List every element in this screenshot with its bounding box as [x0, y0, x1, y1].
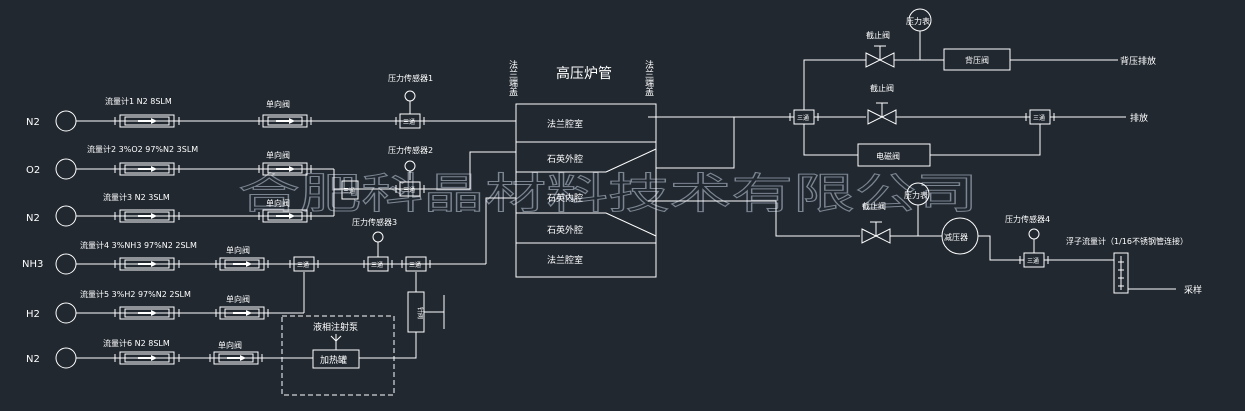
check-valve-label: 单向阀 [218, 340, 242, 350]
reducer-label: 减压器 [944, 232, 968, 242]
vent-label: 排放 [1130, 112, 1148, 124]
gas-inlet-circle [55, 347, 77, 369]
tee-fitting-merge: 三通 [341, 180, 359, 200]
pressure-reducer: 减压器 [941, 217, 979, 255]
flowmeter-icon [115, 163, 179, 175]
needle-valve-label: 针阀 [416, 307, 424, 319]
flowmeter-label: 流量计2 3%O2 97%N2 3SLM [87, 144, 198, 154]
gas-label: NH3 [22, 259, 43, 270]
stop-valve-icon [865, 45, 895, 68]
flowmeter-label: 流量计1 N2 8SLM [105, 96, 172, 106]
tee-label: 三通 [343, 187, 355, 195]
stop-valve-label: 截止阀 [870, 83, 894, 93]
gas-label: N2 [26, 117, 40, 128]
gas-label: O2 [26, 165, 40, 176]
check-valve-label: 单向阀 [266, 150, 290, 160]
chamber-label: 石英外腔 [547, 224, 583, 236]
tee-label: 三通 [297, 261, 309, 269]
stop-valve-label: 截止阀 [866, 30, 890, 40]
chamber-label: 石英外腔 [547, 153, 583, 165]
back-pressure-valve: 背压阀 [943, 48, 1011, 71]
flowmeter-icon [115, 307, 179, 319]
tee-label: 三通 [1033, 114, 1045, 122]
heater-box [312, 349, 360, 369]
chamber-label: 法兰腔室 [547, 254, 583, 266]
tee-label: 三通 [409, 261, 421, 269]
liquid-pump-label: 液相注射泵 [313, 321, 358, 333]
gas-source-row-2: O2 流量计2 3%O2 97%N2 3SLM 单向阀 [26, 144, 334, 180]
pressure-sensor-4: 压力传感器4 三通 [1005, 214, 1050, 268]
sampling-label: 采样 [1184, 284, 1202, 296]
tee-label: 三通 [403, 186, 415, 194]
gas-inlet-circle [55, 110, 77, 132]
stop-valve-icon [867, 102, 897, 125]
gas-inlet-circle [55, 302, 77, 324]
check-valve-label: 单向阀 [266, 198, 290, 208]
vent-tee: 三通 [1025, 109, 1055, 125]
tee-label: 三通 [797, 114, 809, 122]
back-pressure-valve-label: 背压阀 [965, 55, 989, 65]
flowmeter-label: 流量计4 3%NH3 97%N2 2SLM [80, 240, 197, 250]
pressure-gauge-label: 压力表 [906, 16, 930, 26]
back-pressure-vent-label: 背压排放 [1120, 55, 1156, 67]
flange-end-left: 法兰端盖 [507, 59, 518, 96]
gas-inlet-circle [55, 158, 77, 180]
tee-label: 三通 [403, 118, 415, 126]
needle-valve: 针阀 [407, 291, 445, 333]
gas-label: H2 [26, 309, 40, 320]
flowmeter-icon [115, 352, 179, 364]
flowmeter-label: 流量计3 N2 3SLM [103, 192, 170, 202]
watermark-text: 合肥科晶材料技术有限公司 [238, 169, 978, 218]
gas-source-row-3: N2 流量计3 N2 3SLM 单向阀 [26, 192, 334, 227]
pressure-sensor-3: 压力传感器3 三通 [352, 217, 397, 272]
gas-source-row-6: N2 流量计6 N2 8SLM 单向阀 [26, 338, 313, 369]
pressure-gauge-top: 压力表 [906, 8, 932, 32]
tee-fitting-needle: 三通 [401, 256, 431, 272]
tee-label: 三通 [1027, 257, 1039, 265]
check-valve-label: 单向阀 [226, 294, 250, 304]
pressure-sensor-1: 压力传感器1 三通 [388, 73, 433, 129]
gas-label: N2 [26, 213, 40, 224]
pressure-sensor-label: 压力传感器1 [388, 73, 433, 83]
flowmeter-icon [115, 115, 179, 127]
stop-valve-icon [861, 221, 891, 244]
liquid-injection-pump: 液相注射泵 加热罐 [281, 315, 395, 396]
gas-inlet-circle [55, 205, 77, 227]
solenoid-valve: 电磁阀 [857, 143, 931, 167]
gas-source-row-5: H2 流量计5 3%H2 97%N2 2SLM 单向阀 [26, 289, 304, 324]
gas-label: N2 [26, 354, 40, 365]
tee-fitting-row4: 三通 [289, 256, 319, 272]
pressure-sensor-label: 压力传感器2 [388, 145, 433, 155]
stop-valve-label: 截止阀 [862, 201, 886, 211]
flowmeter-label: 流量计5 3%H2 97%N2 2SLM [80, 289, 191, 299]
high-pressure-furnace: 高压炉管 法兰端盖 法兰端盖 法兰腔室 石英外腔 石英内腔 石英外腔 法兰腔室 [507, 59, 657, 278]
furnace-title: 高压炉管 [556, 65, 612, 82]
flowmeter-icon [115, 258, 179, 270]
heater-label: 加热罐 [320, 354, 347, 366]
pressure-sensor-2: 压力传感器2 三通 [388, 145, 433, 197]
check-valve-label: 单向阀 [226, 245, 250, 255]
pressure-gauge-mid: 压力表 [904, 182, 930, 206]
pressure-sensor-label: 压力传感器3 [352, 217, 397, 227]
flowmeter-label: 流量计6 N2 8SLM [103, 338, 170, 348]
float-flowmeter-label: 浮子流量计（1/16不锈钢管连接） [1066, 236, 1188, 246]
gas-inlet-circle [55, 253, 77, 275]
gas-source-row-1: N2 流量计1 N2 8SLM 单向阀 [26, 96, 516, 132]
chamber-label: 石英内腔 [547, 192, 583, 204]
pressure-sensor-label: 压力传感器4 [1005, 214, 1050, 224]
check-valve-label: 单向阀 [266, 99, 290, 109]
outlet-tee: 三通 [789, 109, 819, 125]
tee-label: 三通 [371, 261, 383, 269]
pressure-gauge-label: 压力表 [904, 190, 928, 200]
chamber-label: 法兰腔室 [547, 118, 583, 130]
solenoid-valve-label: 电磁阀 [876, 151, 900, 161]
gas-source-row-4: NH3 流量计4 3%NH3 97%N2 2SLM 单向阀 [22, 240, 486, 275]
flange-end-right: 法兰端盖 [643, 59, 654, 96]
float-flowmeter [1113, 252, 1129, 294]
flowmeter-icon [115, 210, 179, 222]
